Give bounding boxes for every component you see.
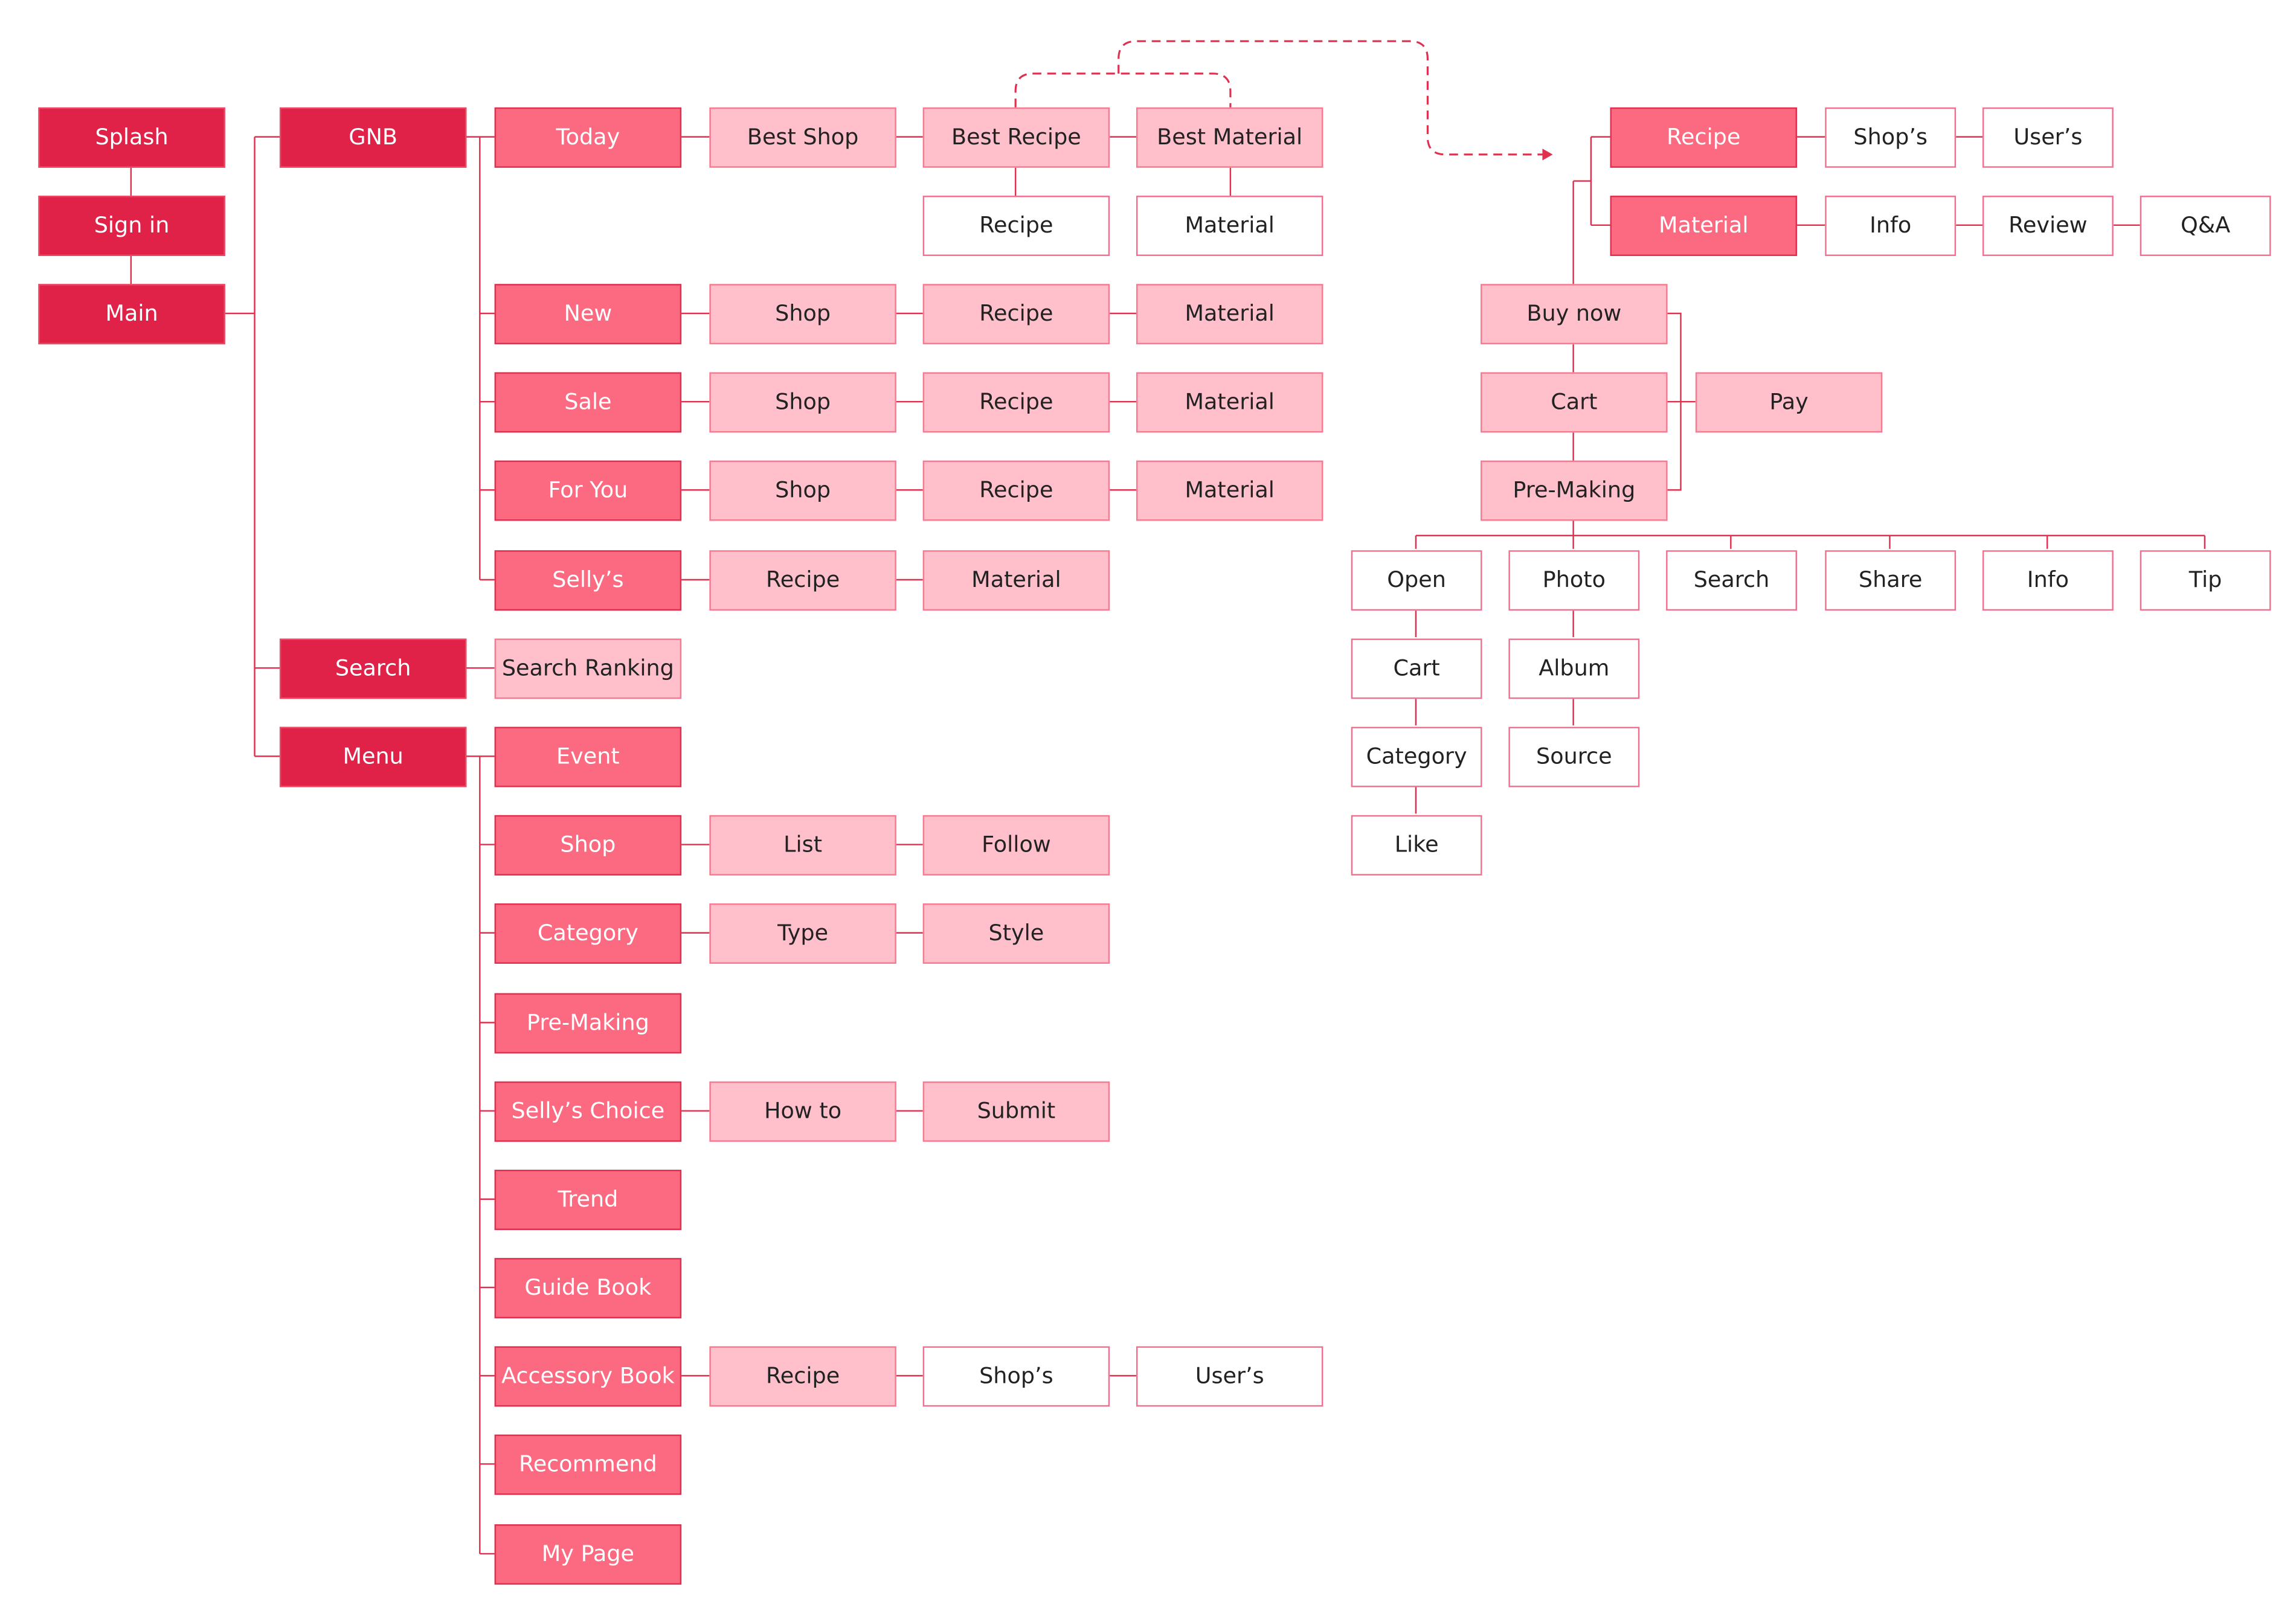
node-sign-in[interactable]: Sign in [38, 194, 225, 255]
node-new[interactable]: New [494, 283, 682, 344]
node-splash[interactable]: Splash [38, 106, 225, 167]
node-recipe[interactable]: Recipe [1610, 106, 1797, 167]
node-guide-book[interactable]: Guide Book [494, 1257, 682, 1318]
node-info[interactable]: Info [1825, 194, 1957, 255]
node-recipe[interactable]: Recipe [922, 371, 1110, 432]
node-gnb[interactable]: GNB [279, 106, 467, 167]
node-recommend[interactable]: Recommend [494, 1434, 682, 1495]
node-material[interactable]: Material [922, 550, 1110, 610]
node-style[interactable]: Style [922, 902, 1110, 963]
node-best-shop[interactable]: Best Shop [709, 106, 896, 167]
node-best-recipe[interactable]: Best Recipe [922, 106, 1110, 167]
node-cart[interactable]: Cart [1351, 638, 1482, 699]
node-album[interactable]: Album [1508, 638, 1640, 699]
node-selly-s[interactable]: Selly’s [494, 550, 682, 610]
node-user-s[interactable]: User’s [1136, 1345, 1323, 1406]
node-source[interactable]: Source [1508, 726, 1640, 787]
node-shop-s[interactable]: Shop’s [922, 1345, 1110, 1406]
node-material[interactable]: Material [1610, 194, 1797, 255]
node-category[interactable]: Category [1351, 726, 1482, 787]
node-material[interactable]: Material [1136, 371, 1323, 432]
node-search[interactable]: Search [1666, 550, 1797, 610]
node-how-to[interactable]: How to [709, 1080, 896, 1141]
node-follow[interactable]: Follow [922, 814, 1110, 875]
node-info[interactable]: Info [1982, 550, 2114, 610]
tree-connectors [130, 136, 2206, 1555]
cross-link-dashed-line [1014, 40, 1543, 156]
node-open[interactable]: Open [1351, 550, 1482, 610]
node-recipe[interactable]: Recipe [922, 460, 1110, 521]
node-recipe[interactable]: Recipe [922, 194, 1110, 255]
node-recipe[interactable]: Recipe [709, 550, 896, 610]
node-pre-making[interactable]: Pre-Making [494, 992, 682, 1053]
node-for-you[interactable]: For You [494, 460, 682, 521]
node-accessory-book[interactable]: Accessory Book [494, 1345, 682, 1406]
node-recipe[interactable]: Recipe [922, 283, 1110, 344]
node-shop[interactable]: Shop [709, 283, 896, 344]
node-material[interactable]: Material [1136, 283, 1323, 344]
node-pay[interactable]: Pay [1695, 371, 1883, 432]
node-photo[interactable]: Photo [1508, 550, 1640, 610]
node-buy-now[interactable]: Buy now [1481, 283, 1668, 344]
node-q-a[interactable]: Q&A [2140, 194, 2271, 255]
node-sale[interactable]: Sale [494, 371, 682, 432]
node-menu[interactable]: Menu [279, 726, 467, 787]
node-user-s[interactable]: User’s [1982, 106, 2114, 167]
node-search-ranking[interactable]: Search Ranking [494, 638, 682, 699]
node-today[interactable]: Today [494, 106, 682, 167]
node-review[interactable]: Review [1982, 194, 2114, 255]
node-list[interactable]: List [709, 814, 896, 875]
node-trend[interactable]: Trend [494, 1169, 682, 1229]
node-tip[interactable]: Tip [2140, 550, 2271, 610]
node-selly-s-choice[interactable]: Selly’s Choice [494, 1080, 682, 1141]
node-like[interactable]: Like [1351, 814, 1482, 875]
node-material[interactable]: Material [1136, 194, 1323, 255]
node-material[interactable]: Material [1136, 460, 1323, 521]
node-cart[interactable]: Cart [1481, 371, 1668, 432]
node-shop[interactable]: Shop [709, 371, 896, 432]
node-shop-s[interactable]: Shop’s [1825, 106, 1957, 167]
node-category[interactable]: Category [494, 902, 682, 963]
node-event[interactable]: Event [494, 726, 682, 787]
node-pre-making[interactable]: Pre-Making [1481, 460, 1668, 521]
node-recipe[interactable]: Recipe [709, 1345, 896, 1406]
node-search[interactable]: Search [279, 638, 467, 699]
node-shop[interactable]: Shop [494, 814, 682, 875]
node-submit[interactable]: Submit [922, 1080, 1110, 1141]
node-share[interactable]: Share [1825, 550, 1957, 610]
node-main[interactable]: Main [38, 283, 225, 344]
node-my-page[interactable]: My Page [494, 1523, 682, 1584]
node-type[interactable]: Type [709, 902, 896, 963]
node-best-material[interactable]: Best Material [1136, 106, 1323, 167]
arrowhead-icon [1542, 149, 1553, 161]
node-shop[interactable]: Shop [709, 460, 896, 521]
